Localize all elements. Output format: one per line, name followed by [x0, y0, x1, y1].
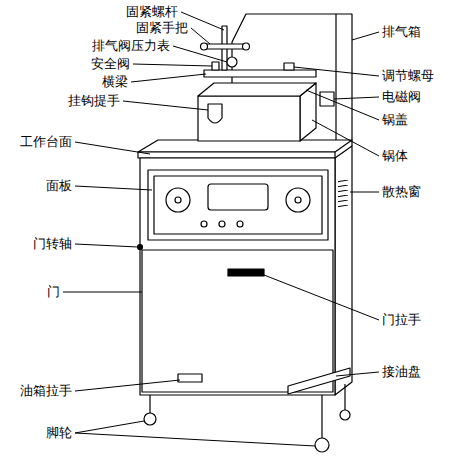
temp-dial — [286, 188, 310, 212]
control-panel — [148, 170, 328, 240]
part-label: 油箱拉手 — [20, 383, 72, 399]
leader-line — [294, 67, 379, 76]
part-label: 门转轴 — [33, 236, 72, 252]
leg — [344, 384, 345, 410]
dial-center — [175, 197, 181, 203]
caster — [340, 410, 350, 420]
part-label: 接油盘 — [382, 364, 421, 380]
worktop-edge — [138, 152, 335, 158]
leader-line — [63, 292, 142, 293]
leader-line — [350, 192, 379, 193]
crossbar — [204, 70, 316, 77]
leg — [149, 395, 150, 413]
part-label: 锅盖 — [382, 112, 408, 128]
part-label: 挂钩提手 — [68, 93, 120, 109]
panel-inset — [154, 176, 322, 234]
pot-lid — [198, 83, 316, 96]
leader-lines — [63, 12, 379, 446]
cabinet-front — [140, 158, 335, 395]
part-label: 调节螺母 — [382, 68, 434, 84]
leader-line — [306, 90, 379, 120]
leader-line — [75, 142, 150, 154]
adjust-nut — [284, 63, 294, 70]
leg — [321, 395, 322, 438]
leader-line — [312, 120, 379, 156]
part-label: 横梁 — [102, 74, 128, 90]
safety-valve — [212, 62, 219, 70]
logo-plate — [208, 184, 268, 210]
part-label: 工作台面 — [20, 134, 72, 150]
pressure-gauge — [227, 57, 237, 67]
leader-line — [75, 244, 138, 247]
leader-line — [352, 32, 379, 40]
leader-line — [75, 186, 152, 190]
handle-knob — [201, 43, 208, 50]
caster — [315, 438, 329, 452]
part-label: 脚轮 — [46, 425, 72, 441]
drip-pan — [288, 368, 350, 394]
pot-body — [198, 96, 300, 141]
exhaust-box-edge — [335, 14, 336, 150]
cabinet-side — [335, 146, 352, 395]
worktop — [138, 140, 352, 152]
switch-knob — [237, 221, 243, 227]
part-label: 散热窗 — [382, 184, 421, 200]
timer-dial — [166, 188, 190, 212]
part-label: 排气箱 — [382, 24, 421, 40]
leader-line — [131, 74, 206, 82]
leader-line — [123, 101, 208, 110]
door-handle — [228, 269, 264, 276]
vent-window — [338, 178, 350, 208]
leader-line — [173, 46, 227, 62]
handle-knob — [243, 43, 250, 50]
part-label: 锅体 — [382, 148, 408, 164]
part-label: 门拉手 — [382, 312, 421, 328]
leader-line — [336, 372, 379, 376]
caster — [144, 413, 156, 425]
hook-handle — [208, 104, 222, 123]
leader-line — [133, 64, 212, 66]
leader-line — [191, 28, 210, 44]
leader-line — [334, 97, 379, 99]
leader-line — [264, 275, 379, 320]
leader-line — [75, 433, 315, 446]
part-label: 固紧手把 — [136, 20, 188, 36]
switch-knob — [201, 221, 207, 227]
door — [142, 250, 333, 392]
part-label: 门 — [47, 284, 60, 300]
leader-line — [75, 380, 180, 391]
tighten-handle — [204, 44, 246, 49]
leader-line — [75, 421, 144, 433]
dial-center — [295, 197, 301, 203]
part-label: 面板 — [46, 178, 72, 194]
part-label: 排气阀压力表 — [92, 38, 170, 54]
switch-knob — [219, 221, 225, 227]
part-label: 安全阀 — [91, 56, 130, 72]
part-label: 电磁阀 — [382, 89, 421, 105]
part-label: 固紧螺杆 — [126, 4, 178, 20]
oil-tank-handle — [178, 374, 202, 382]
door-pivot — [138, 245, 143, 250]
